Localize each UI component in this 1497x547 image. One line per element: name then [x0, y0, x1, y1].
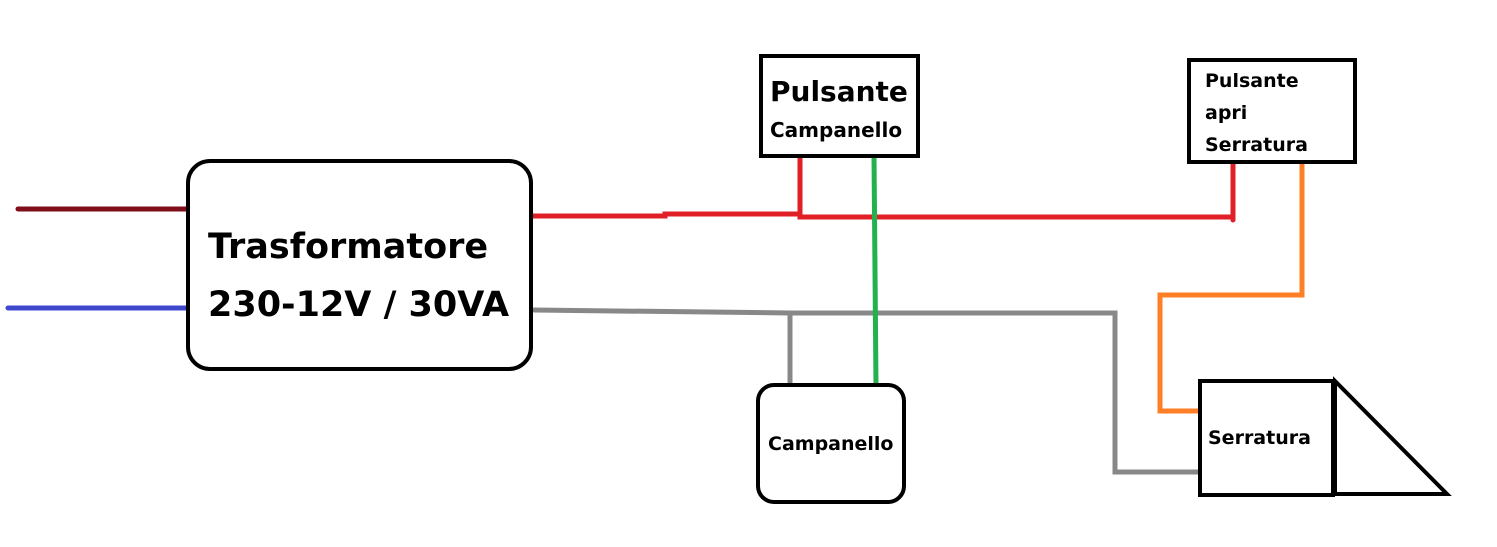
transformer-box	[186, 159, 533, 371]
lock-button-box	[1187, 58, 1357, 164]
lock-box	[1198, 379, 1335, 497]
lock-label: Serratura	[1208, 427, 1311, 449]
transformer-rating: 230-12V / 30VA	[208, 285, 509, 325]
lock-signal-wire	[1157, 158, 1305, 414]
lock-bolt-wedge	[1333, 376, 1452, 496]
transformer: Trasformatore 230-12V / 30VA	[186, 159, 533, 371]
transformer-title: Trasformatore	[208, 227, 488, 267]
lock-button-line2: apri	[1205, 102, 1247, 124]
bell-label: Campanello	[768, 433, 893, 455]
lock-button-line3: Serratura	[1205, 134, 1308, 156]
bell-button-title: Pulsante	[770, 75, 908, 108]
lock-button-line1: Pulsante	[1205, 70, 1299, 92]
bell: Campanello	[756, 383, 906, 504]
bell-button-subtitle: Campanello	[770, 118, 902, 142]
bell-box	[756, 383, 906, 504]
lock-button: Pulsante apri Serratura	[1187, 58, 1357, 164]
bell-signal-wire	[871, 153, 879, 389]
common-wire	[531, 307, 1203, 475]
bell-button-box	[759, 54, 920, 158]
supply-12v-wire	[528, 211, 1236, 220]
bell-button: Pulsante Campanello	[759, 54, 920, 158]
lock: Serratura	[1198, 376, 1452, 497]
